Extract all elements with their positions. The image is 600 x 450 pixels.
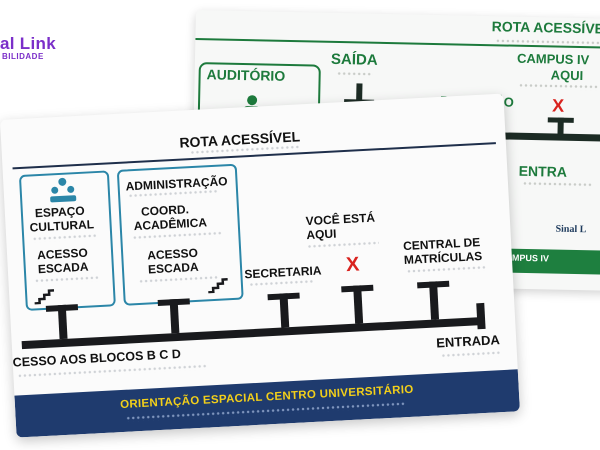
back-title: ROTA ACESSÍVEL <box>491 18 600 37</box>
voce-line2: AQUI <box>306 226 337 243</box>
braille-dots <box>518 82 599 91</box>
front-sign-plate: ROTA ACESSÍVEL ESPAÇO CULTURAL ACESSO ES… <box>0 93 520 438</box>
you-are-here-marker: X <box>345 253 360 277</box>
people-group-icon <box>50 177 77 203</box>
braille-dots <box>306 240 380 251</box>
back-you-are-here-marker: X <box>551 95 565 116</box>
voce-line1: VOCÊ ESTÁ <box>305 210 376 229</box>
central-line2: MATRÍCULAS <box>403 248 483 268</box>
route-tee-espaco <box>45 304 79 312</box>
braille-dots <box>336 70 373 78</box>
back-auditorio-label: AUDITÓRIO <box>206 66 286 84</box>
back-route-tee <box>547 117 574 123</box>
stairs-icon <box>208 278 228 294</box>
back-brand-mark: Sinal L <box>555 223 587 236</box>
route-end-cap <box>476 302 486 330</box>
entrada-label: ENTRADA <box>435 332 501 351</box>
braille-dots <box>522 180 593 189</box>
route-tee-here <box>341 284 374 293</box>
back-campus-line1: CAMPUS IV <box>516 50 590 68</box>
acesso1-line2: ESCADA <box>37 259 89 277</box>
stairs-icon <box>34 289 55 305</box>
brand-logo-tagline: BILIDADE <box>2 52 44 61</box>
main-route-line <box>21 316 484 350</box>
braille-dots <box>440 350 502 360</box>
route-tee-admin <box>157 298 190 306</box>
acesso2-line2: ESCADA <box>147 259 199 277</box>
brand-logo: al Link BILIDADE <box>0 34 70 72</box>
route-tee-central <box>417 280 450 289</box>
brand-logo-name: al Link <box>0 34 56 53</box>
route-tee-secretaria <box>267 292 300 301</box>
back-campus-line2: AQUI <box>550 67 584 84</box>
back-saida-label: SAÍDA <box>330 50 378 69</box>
back-entrada-label: ENTRA <box>518 162 568 180</box>
